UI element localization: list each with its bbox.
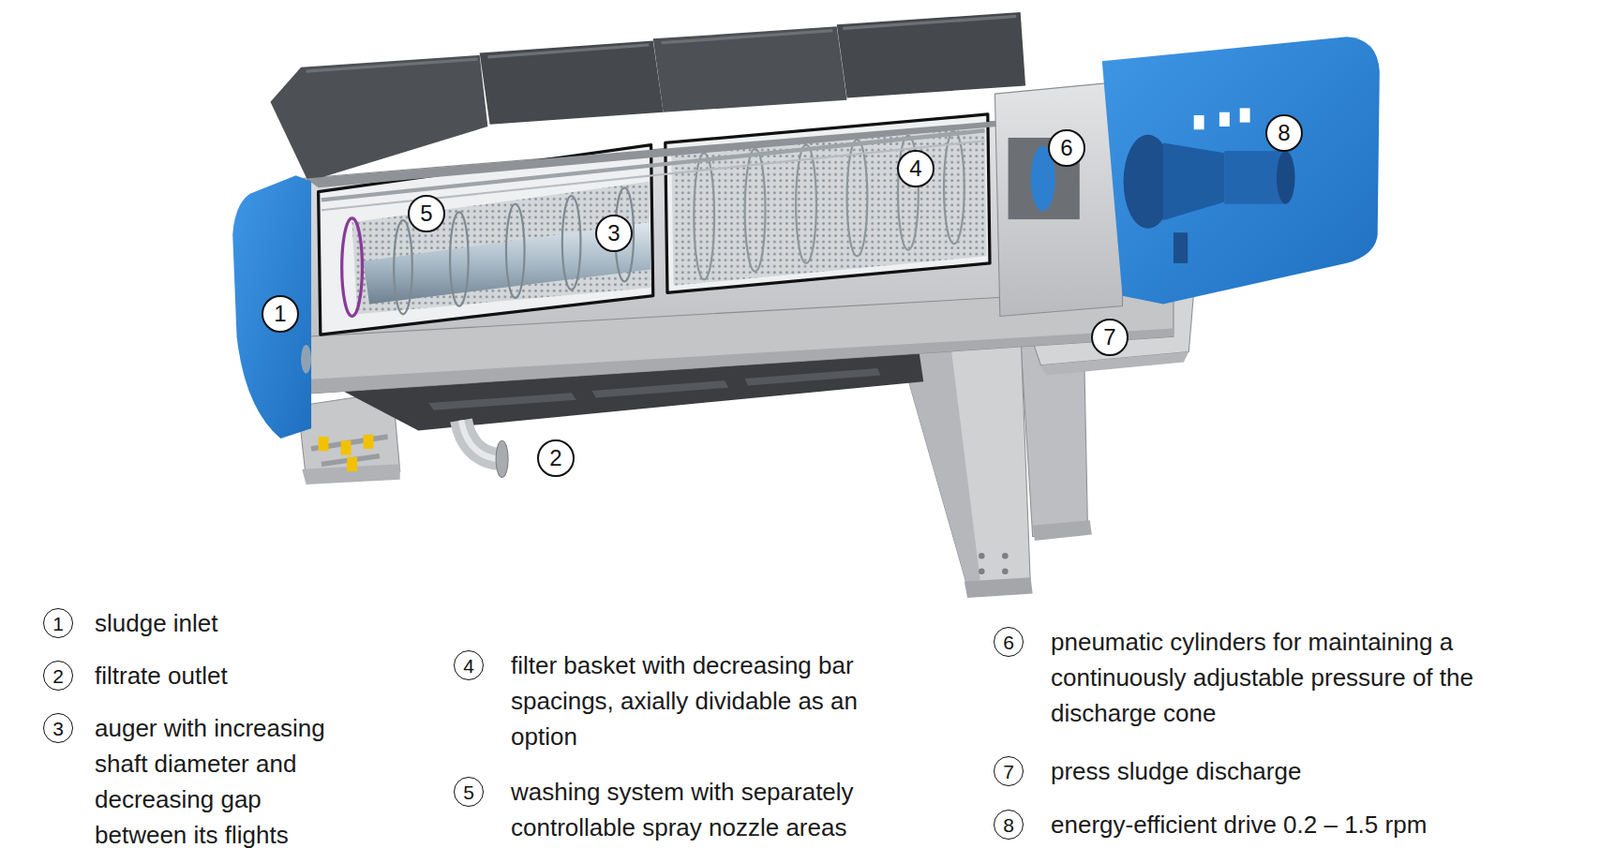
callout-circle: 4 [453,650,484,681]
part-description: auger with increasing shaft diameter and… [94,710,344,853]
callout-number: 3 [607,222,620,245]
callout-circle: 7 [1091,318,1129,357]
callout-circle: 1 [43,608,74,639]
callout-circle: 4 [897,149,935,188]
part-description: filter basket with decreasing bar spacin… [510,647,886,755]
callout-number: 1 [273,302,286,326]
part-description: filtrate outlet [94,657,376,694]
callout-number: 8 [1277,121,1290,145]
callout-circle: 3 [43,713,74,744]
callout-circle: 6 [993,627,1024,658]
callout-circle: 2 [537,439,575,478]
callout-circle: 3 [595,214,633,253]
callout-circle: 1 [261,295,300,333]
inlet-end [232,175,312,439]
callout-circle: 5 [453,777,484,808]
callout-number: 1 [52,613,64,634]
callout-number: 5 [463,782,475,803]
drive-section [994,36,1379,316]
callout-number: 8 [1002,815,1015,836]
callout-number: 3 [52,718,64,739]
callout-number: 7 [1103,326,1116,349]
callout-number: 5 [419,202,433,225]
wash-valves [311,434,389,472]
part-description: sludge inlet [94,605,376,642]
callout-circle: 6 [1047,129,1086,167]
part-description: press sludge discharge [1050,753,1501,790]
callout-circle: 8 [993,809,1024,840]
callout-circle: 7 [993,756,1024,787]
callout-circle: 5 [407,194,446,233]
callout-number: 2 [52,666,64,687]
part-description: pneumatic cylinders for maintaining a co… [1050,624,1501,732]
callout-number: 6 [1002,632,1015,653]
callout-number: 4 [463,656,475,676]
callout-number: 6 [1060,136,1073,160]
part-description: energy-efficient drive 0.2 – 1.5 rpm [1050,807,1501,843]
callout-number: 4 [909,157,922,180]
part-description: washing system with separately controlla… [510,774,886,846]
callout-number: 7 [1002,762,1015,782]
callout-number: 2 [549,447,562,470]
callout-circle: 8 [1265,114,1303,152]
callout-circle: 2 [43,660,74,691]
open-lids [269,12,1026,188]
